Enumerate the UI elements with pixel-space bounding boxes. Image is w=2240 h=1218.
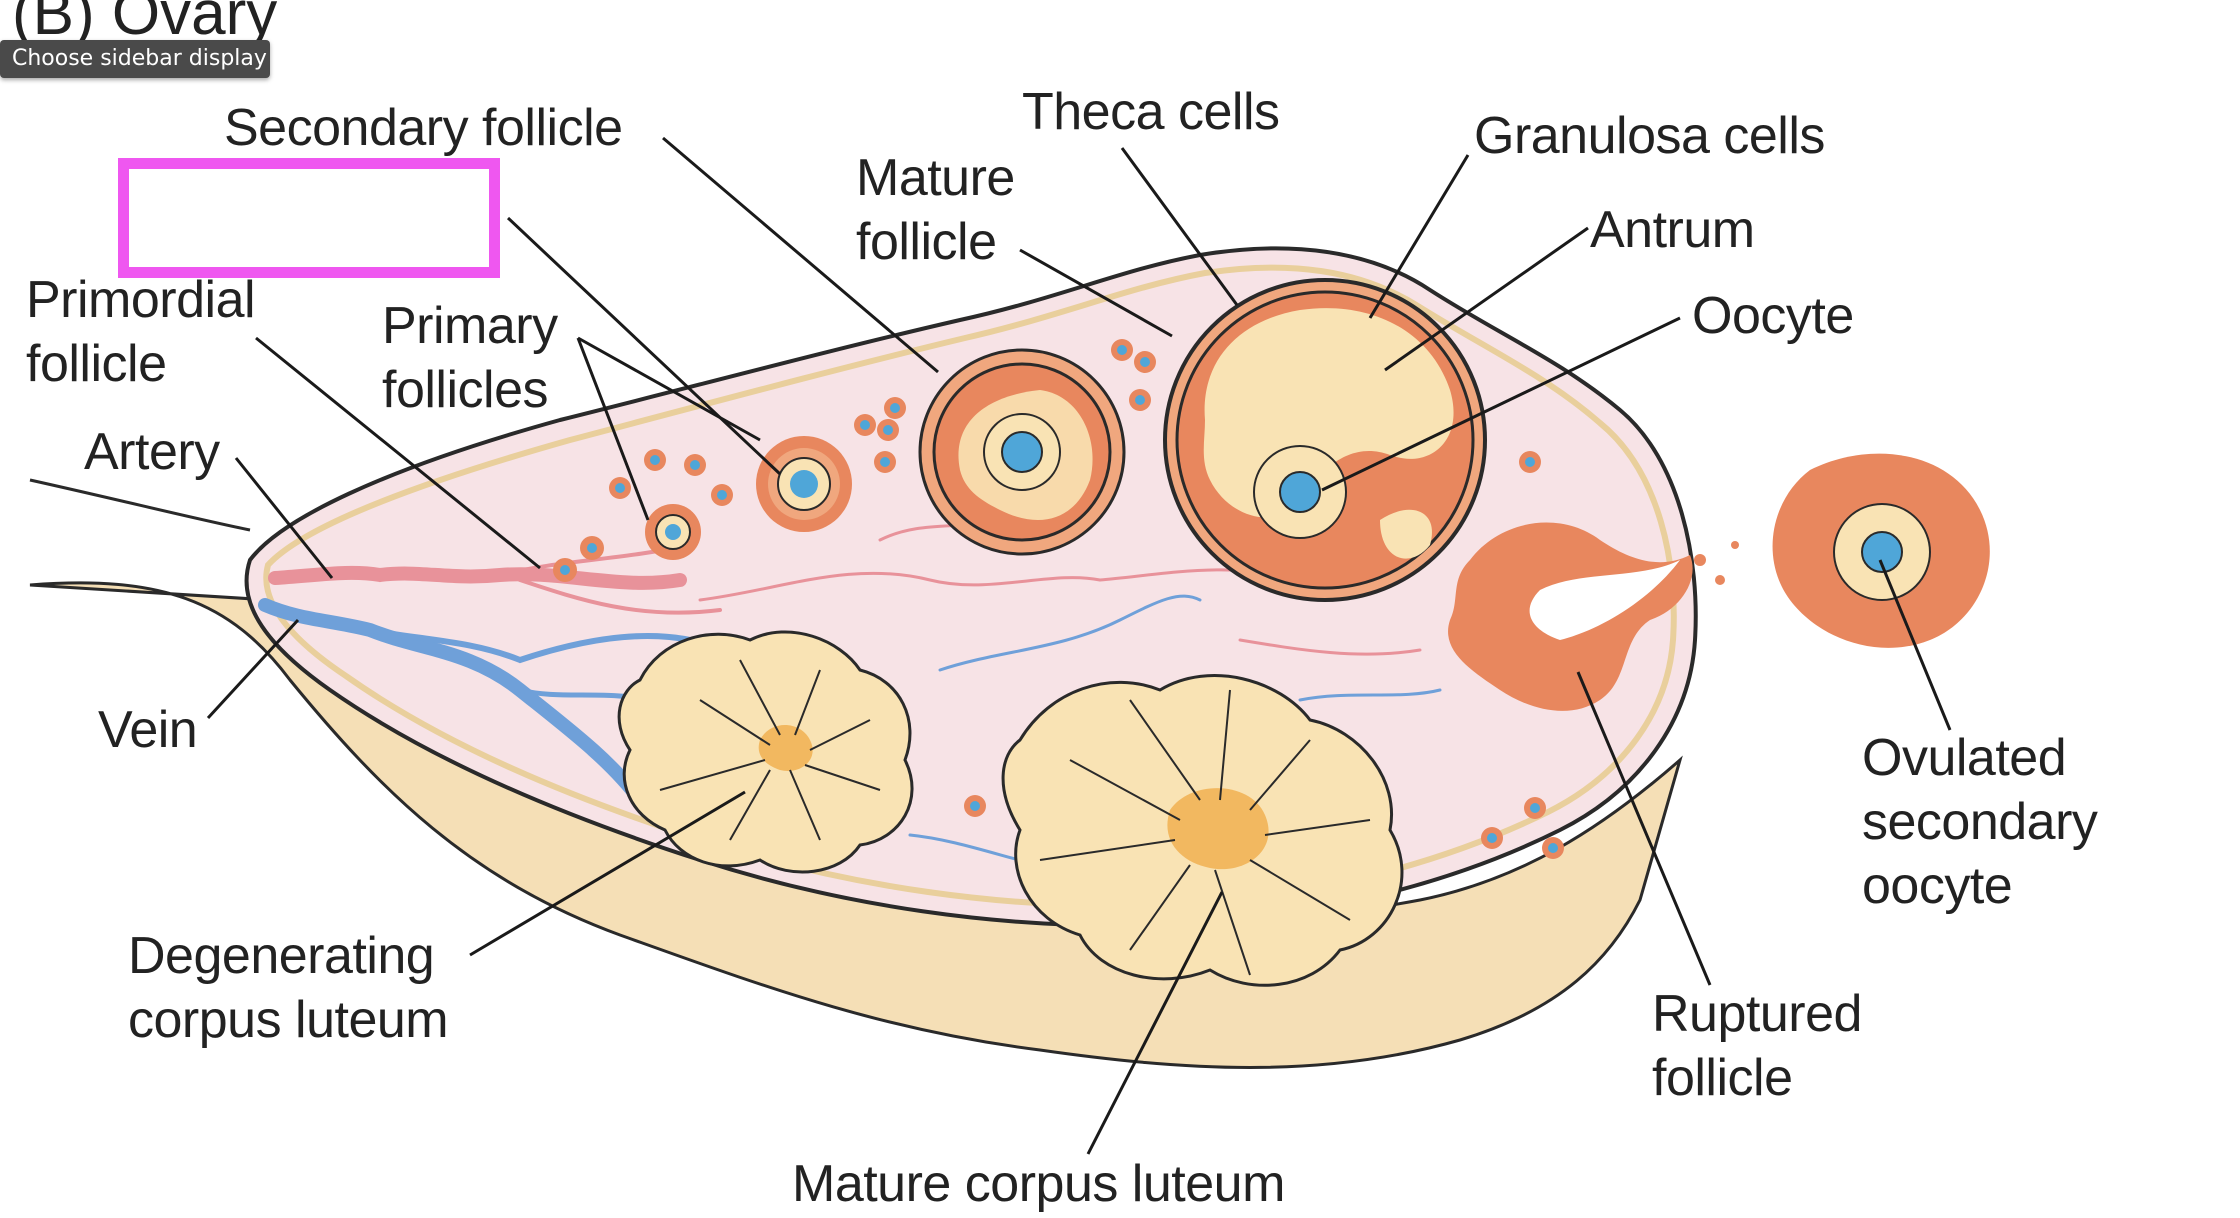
ovulated-oocyte [1772,453,1990,648]
ligament-fold [29,478,251,532]
graafian-follicle [1163,278,1487,602]
mature-corpus-luteum [1001,674,1404,987]
label-mature-corpus-luteum: Mature corpus luteum [792,1155,1285,1213]
mature-follicle [918,348,1126,556]
leader-lines [206,136,1952,1155]
secondary-follicle [756,436,852,532]
label-secondary-follicle: Secondary follicle [224,99,623,157]
primary-follicle [645,504,701,560]
ruptured-follicle [1448,522,1739,711]
label-vein: Vein [98,701,198,759]
label-artery: Artery [84,423,220,481]
label-granulosa-cells: Granulosa cells [1474,107,1825,165]
artery-vessels [268,518,1422,656]
degenerating-corpus-luteum [617,630,914,874]
vein-vessels [258,594,1442,872]
label-oocyte: Oocyte [1692,287,1854,345]
label-theca-cells: Theca cells [1022,83,1280,141]
hidden-label-box[interactable] [118,158,500,278]
small-follicles [553,339,1564,859]
label-antrum: Antrum [1590,201,1755,259]
sidebar-display-tooltip: Choose sidebar display [0,40,270,78]
